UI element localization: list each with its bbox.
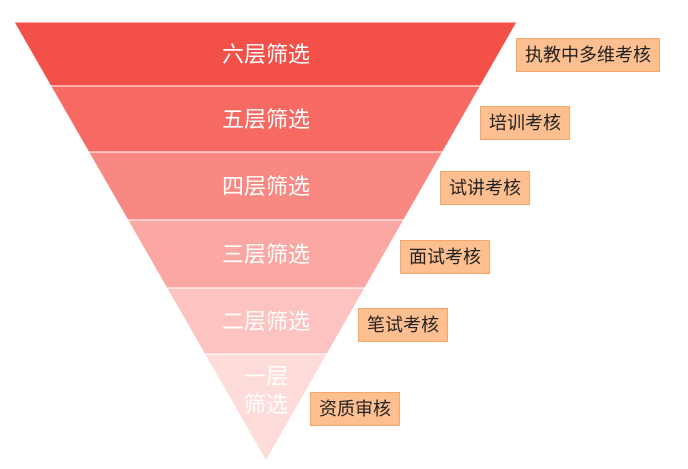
funnel-tag-5: 培训考核 (480, 106, 570, 140)
funnel-layer-label-6: 六层筛选 (222, 43, 310, 68)
funnel-layer-label-3: 三层筛选 (222, 243, 310, 268)
funnel-layer-1 (203, 353, 329, 463)
funnel-layer-label-5: 五层筛选 (222, 108, 310, 133)
funnel-tag-4: 试讲考核 (440, 171, 530, 205)
funnel-tag-1: 资质审核 (310, 392, 400, 426)
funnel-tag-6: 执教中多维考核 (516, 38, 660, 72)
funnel-layer-label-4: 四层筛选 (222, 175, 310, 200)
funnel-layer-label-2: 二层筛选 (222, 310, 310, 335)
funnel-layer-label-1: 一层筛选 (244, 365, 288, 418)
funnel-tag-3: 面试考核 (400, 240, 490, 274)
funnel-tag-2: 笔试考核 (358, 308, 448, 342)
